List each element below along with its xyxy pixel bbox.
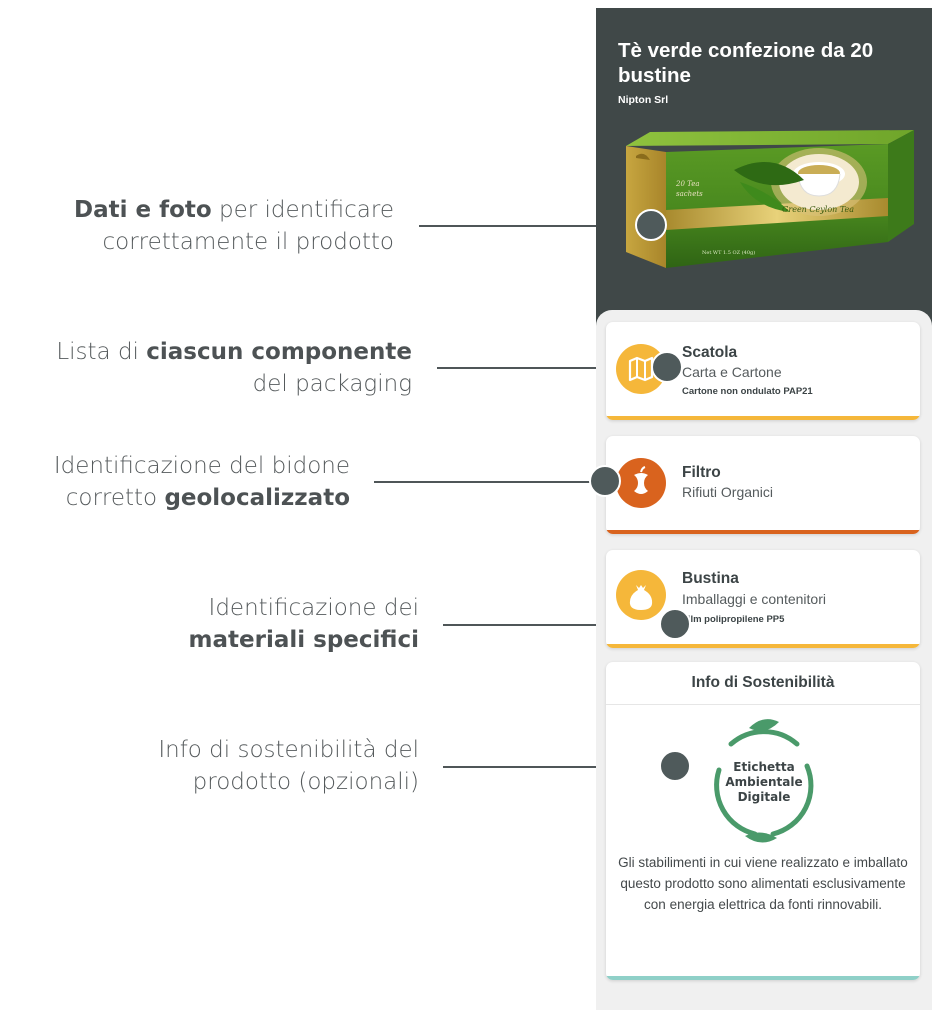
component-material: Rifiuti Organici: [682, 484, 774, 500]
component-card-filtro[interactable]: Filtro Rifiuti Organici: [606, 436, 920, 534]
logo-text: Digitale: [738, 790, 791, 804]
svg-text:Green Ceylon Tea: Green Ceylon Tea: [782, 205, 854, 214]
component-card-bustina[interactable]: Bustina Imballaggi e contenitori Film po…: [606, 550, 920, 648]
connector-line: [443, 624, 675, 626]
annotation-text: Identificazione del bidone: [53, 453, 350, 479]
product-brand: Nipton Srl: [618, 94, 669, 106]
product-image: 20 Tea sachets Green Ceylon Tea Net WT 1…: [626, 130, 914, 268]
annotation-bold: geolocalizzato: [164, 485, 350, 511]
connector-line: [419, 225, 651, 227]
connector-line: [437, 367, 667, 369]
card-accent: [606, 976, 920, 980]
digital-environmental-label-logo: Etichetta Ambientale Digitale: [714, 719, 814, 843]
product-title: Tè verde confezione da 20 bustine: [618, 39, 874, 87]
annotation-marker: [651, 351, 683, 383]
phone-screen: Tè verde confezione da 20 bustine Nipton…: [596, 8, 932, 1010]
component-detail: Cartone non ondulato PAP21: [682, 386, 813, 397]
logo-text: Etichetta: [733, 760, 794, 774]
svg-text:Net WT 1.5 OZ (40g): Net WT 1.5 OZ (40g): [702, 249, 755, 256]
annotation-sustainability: Info di sostenibilità del prodotto (opzi…: [39, 734, 419, 798]
annotation-text: prodotto (opzionali): [192, 769, 419, 795]
component-title: Bustina: [682, 570, 739, 587]
component-title: Scatola: [682, 344, 738, 361]
component-card-scatola[interactable]: Scatola Carta e Cartone Cartone non ondu…: [606, 322, 920, 420]
card-accent: [606, 644, 920, 648]
annotation-bold: ciascun componente: [146, 339, 412, 365]
annotation-marker: [659, 750, 691, 782]
logo-text: Ambientale: [725, 775, 802, 789]
connector-line: [443, 766, 675, 768]
organic-waste-icon: [616, 458, 666, 508]
annotation-product-data: Dati e foto per identificare correttamen…: [14, 194, 394, 258]
component-material: Carta e Cartone: [682, 364, 782, 380]
svg-text:20 Tea: 20 Tea: [675, 180, 700, 188]
annotation-bold: materiali specifici: [188, 627, 419, 653]
card-accent: [606, 416, 920, 420]
annotation-text: Identificazione dei: [208, 595, 419, 621]
component-material: Imballaggi e contenitori: [682, 591, 826, 607]
annotation-text: correttamente il prodotto: [102, 229, 394, 255]
bag-icon: [616, 570, 666, 620]
annotation-text: corretto: [65, 485, 165, 511]
annotation-text: Info di sostenibilità del: [158, 737, 419, 763]
annotation-bin: Identificazione del bidone corretto geol…: [0, 450, 350, 514]
annotation-text: Lista di: [56, 339, 147, 365]
component-detail: Film polipropilene PP5: [682, 614, 785, 625]
component-title: Filtro: [682, 464, 721, 481]
annotation-materials: Identificazione dei materiali specifici: [39, 592, 419, 656]
annotation-text: del packaging: [252, 371, 412, 397]
connector-line: [374, 481, 605, 483]
card-accent: [606, 530, 920, 534]
annotation-marker: [589, 465, 621, 497]
annotation-bold: Dati e foto: [73, 197, 212, 223]
annotation-text: per identificare: [211, 197, 394, 223]
sustainability-heading: Info di Sostenibilità: [606, 662, 920, 705]
annotation-marker: [635, 209, 667, 241]
product-header: Tè verde confezione da 20 bustine Nipton…: [596, 8, 932, 326]
svg-text:sachets: sachets: [676, 190, 703, 198]
sustainability-card: Info di Sostenibilità Etichetta Ambienta…: [606, 662, 920, 980]
annotation-marker: [659, 608, 691, 640]
sustainability-text: Gli stabilimenti in cui viene realizzato…: [618, 855, 908, 912]
annotation-components: Lista di ciascun componente del packagin…: [32, 336, 412, 400]
